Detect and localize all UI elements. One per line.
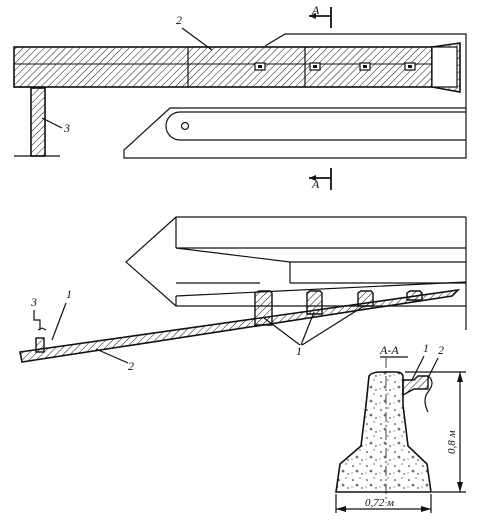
- width-dimension: 0,72 м: [365, 497, 394, 509]
- plan-view: 2 3 A A: [13, 3, 467, 191]
- section-concrete-profile: [335, 371, 432, 493]
- plan-barrier-rounded-end: [165, 111, 181, 141]
- section-mark-bottom-letter: A: [311, 177, 320, 191]
- side-rail-label: 2: [128, 359, 134, 373]
- section-aa: A-A 1 2 0,8 м 0,72 м: [335, 341, 466, 513]
- side-barrier-inner-bottom: [175, 281, 467, 297]
- blocks-label: 1: [296, 344, 302, 358]
- section-rail-bracket: [402, 375, 429, 397]
- plan-post: [30, 87, 46, 157]
- side-bolt-label: 1: [66, 287, 72, 301]
- side-view: 3 1 2 1: [19, 216, 467, 373]
- plan-rail-end-block: [431, 46, 458, 88]
- side-post: [35, 337, 45, 353]
- section-mark-top-letter: A: [311, 3, 320, 17]
- plan-rail-label: 2: [176, 13, 182, 27]
- side-rail: [19, 288, 461, 363]
- plan-barrier-inner: [180, 111, 466, 141]
- plan-anchor-hole: [180, 121, 190, 131]
- side-post-label: 3: [30, 295, 37, 309]
- section-title: A-A: [379, 343, 399, 357]
- plan-post-label: 3: [63, 121, 70, 135]
- height-dimension: 0,8 м: [446, 430, 458, 454]
- plan-barrier-outline: [123, 33, 467, 159]
- side-barrier-inner-top: [175, 217, 466, 249]
- section-rail-label: 2: [438, 343, 444, 357]
- section-bolt-label: 1: [423, 341, 429, 355]
- side-barrier-slot: [289, 261, 466, 284]
